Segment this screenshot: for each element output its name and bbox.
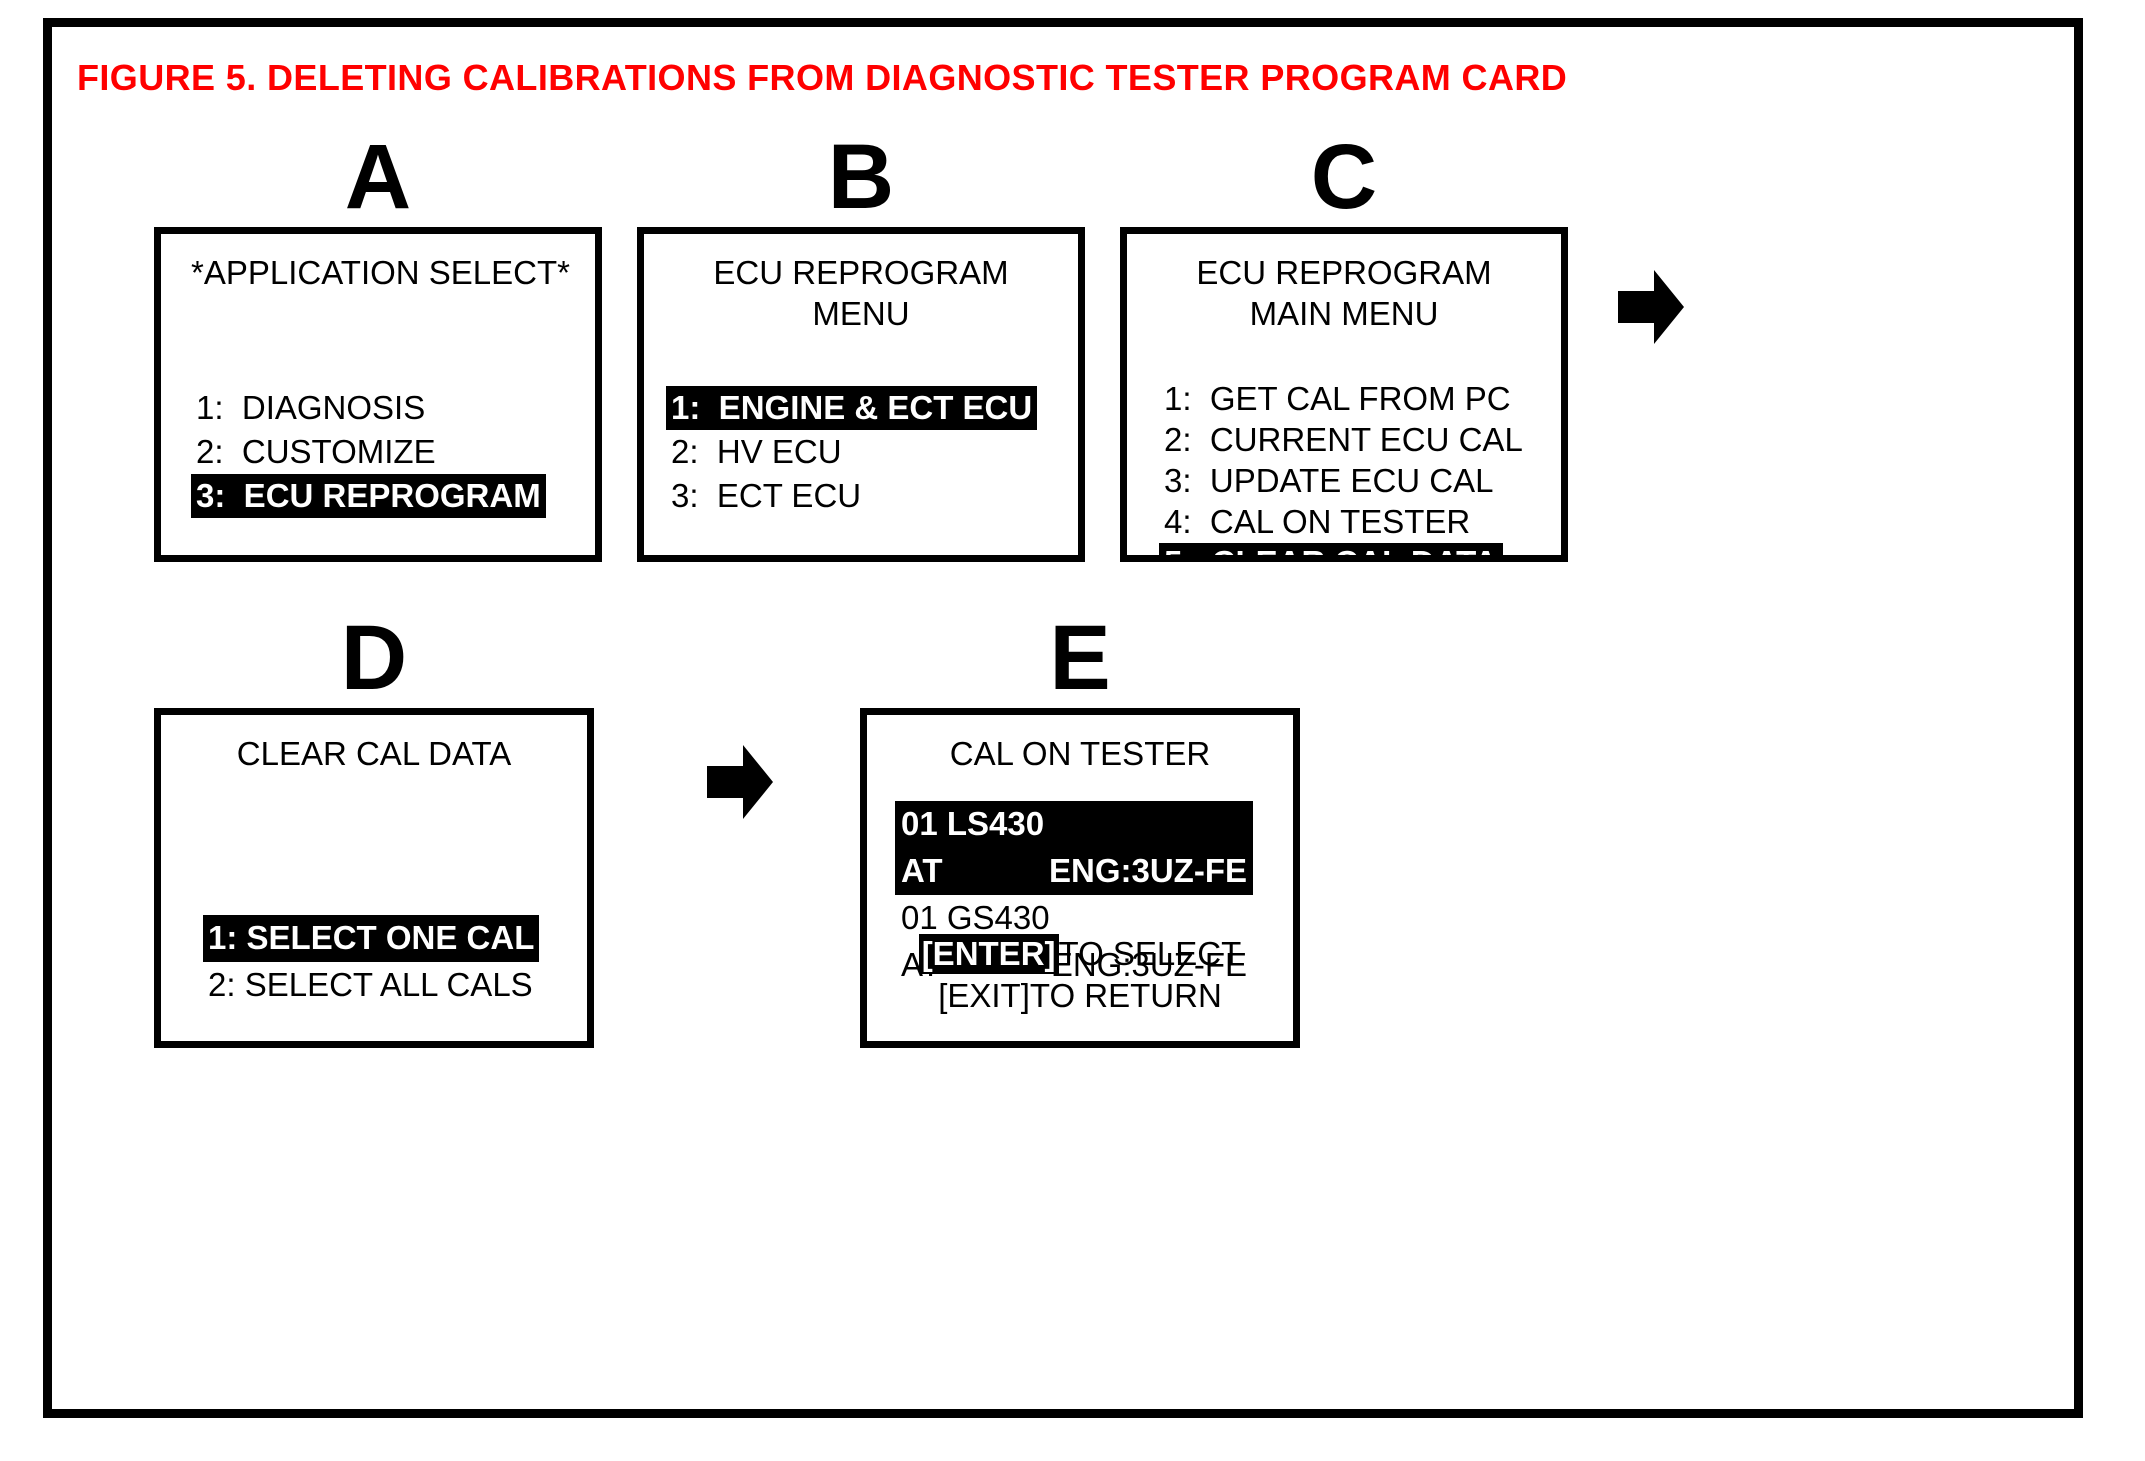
- cal-detail: AT ENG:3UZ-FE: [895, 942, 1253, 989]
- exit-hint-line: [EXIT]TO RETURN: [867, 975, 1293, 1017]
- exit-key-badge[interactable]: [EXIT]: [938, 977, 1030, 1014]
- menu-item-selected[interactable]: 3: ECU REPROGRAM: [191, 474, 595, 518]
- cal-name: 01 GS430: [901, 899, 1050, 936]
- menu-item[interactable]: 4: CAL ON TESTER: [1164, 503, 1471, 540]
- panel-a: A *APPLICATION SELECT* 1: DIAGNOSIS 2: C…: [154, 131, 602, 562]
- panel-a-screen: *APPLICATION SELECT* 1: DIAGNOSIS 2: CUS…: [154, 227, 602, 562]
- panel-e-cal-list: 01 LS430 AT ENG:3UZ-FE 01 GS430 AT ENG:3…: [895, 801, 1253, 989]
- panel-a-header: *APPLICATION SELECT*: [191, 254, 571, 291]
- panel-d-letter: D: [340, 607, 408, 709]
- enter-key-badge[interactable]: [ENTER]: [918, 934, 1059, 974]
- menu-item[interactable]: 1: DIAGNOSIS: [196, 389, 426, 426]
- panel-d-menu: 1: SELECT ONE CAL 2: SELECT ALL CALS: [161, 915, 587, 1009]
- panel-e-screen: CAL ON TESTER 01 LS430 AT ENG:3UZ-FE 01 …: [860, 708, 1300, 1048]
- panel-a-letter: A: [344, 126, 412, 228]
- figure-frame: FIGURE 5. DELETING CALIBRATIONS FROM DIA…: [43, 18, 2083, 1418]
- figure-title: FIGURE 5. DELETING CALIBRATIONS FROM DIA…: [77, 57, 1568, 98]
- panel-e-footer: [ENTER]TO SELECT [EXIT]TO RETURN: [867, 933, 1293, 1017]
- panel-d: D CLEAR CAL DATA 1: SELECT ONE CAL 2: SE…: [154, 612, 594, 1048]
- panel-e-letter: E: [1049, 607, 1111, 709]
- arrow-c-to-d-icon: [1618, 270, 1684, 344]
- cal-engine: ENG:3UZ-FE: [1049, 852, 1247, 889]
- panel-c-letter: C: [1310, 126, 1378, 228]
- menu-item[interactable]: 2: CUSTOMIZE: [196, 433, 436, 470]
- enter-hint-line: [ENTER]TO SELECT: [867, 933, 1293, 975]
- panel-c-header: ECU REPROGRAM MAIN MENU: [1196, 254, 1492, 332]
- arrow-d-to-e-icon: [707, 745, 773, 819]
- panel-b-menu: 1: ENGINE & ECT ECU 2: HV ECU 3: ECT ECU: [644, 386, 1078, 518]
- cal-name: 01 LS430: [895, 801, 1253, 848]
- menu-item[interactable]: 3: UPDATE ECU CAL: [1164, 462, 1494, 499]
- cal-engine: ENG:3UZ-FE: [1050, 946, 1247, 983]
- menu-item[interactable]: 3: ECT ECU: [671, 477, 862, 514]
- cal-list-item[interactable]: 01 GS430 AT ENG:3UZ-FE: [895, 895, 1253, 989]
- panel-b-letter: B: [827, 126, 895, 228]
- panel-d-header: CLEAR CAL DATA: [236, 735, 512, 772]
- menu-item[interactable]: 2: HV ECU: [671, 433, 842, 470]
- exit-action-label: TO RETURN: [1029, 977, 1222, 1014]
- panel-e-header: CAL ON TESTER: [949, 735, 1211, 772]
- menu-item-selected[interactable]: 1: SELECT ONE CAL: [203, 915, 587, 962]
- menu-item[interactable]: 1: GET CAL FROM PC: [1164, 380, 1511, 417]
- menu-item[interactable]: 2: SELECT ALL CALS: [208, 966, 533, 1003]
- menu-item-selected[interactable]: 5: CLEAR CAL DATA: [1159, 543, 1561, 555]
- panel-c: C ECU REPROGRAM MAIN MENU 1: GET CAL FRO…: [1120, 131, 1568, 562]
- panel-b: B ECU REPROGRAM MENU 1: ENGINE & ECT ECU…: [637, 131, 1085, 562]
- menu-item[interactable]: 2: CURRENT ECU CAL: [1164, 421, 1523, 458]
- panel-a-menu: 1: DIAGNOSIS 2: CUSTOMIZE 3: ECU REPROGR…: [161, 386, 595, 518]
- enter-action-label: TO SELECT: [1058, 935, 1242, 972]
- panel-e: E CAL ON TESTER 01 LS430 AT ENG:3UZ-FE 0…: [860, 612, 1300, 1048]
- menu-item-selected[interactable]: 1: ENGINE & ECT ECU: [666, 386, 1078, 430]
- panel-c-menu: 1: GET CAL FROM PC 2: CURRENT ECU CAL 3:…: [1127, 379, 1561, 555]
- cal-list-item-selected[interactable]: 01 LS430 AT ENG:3UZ-FE: [895, 801, 1253, 895]
- panel-d-screen: CLEAR CAL DATA 1: SELECT ONE CAL 2: SELE…: [154, 708, 594, 1048]
- panel-b-screen: ECU REPROGRAM MENU 1: ENGINE & ECT ECU 2…: [637, 227, 1085, 562]
- cal-detail: AT ENG:3UZ-FE: [895, 848, 1253, 895]
- panel-b-header: ECU REPROGRAM MENU: [713, 254, 1009, 332]
- cal-transmission: AT: [901, 852, 943, 889]
- panel-c-screen: ECU REPROGRAM MAIN MENU 1: GET CAL FROM …: [1120, 227, 1568, 562]
